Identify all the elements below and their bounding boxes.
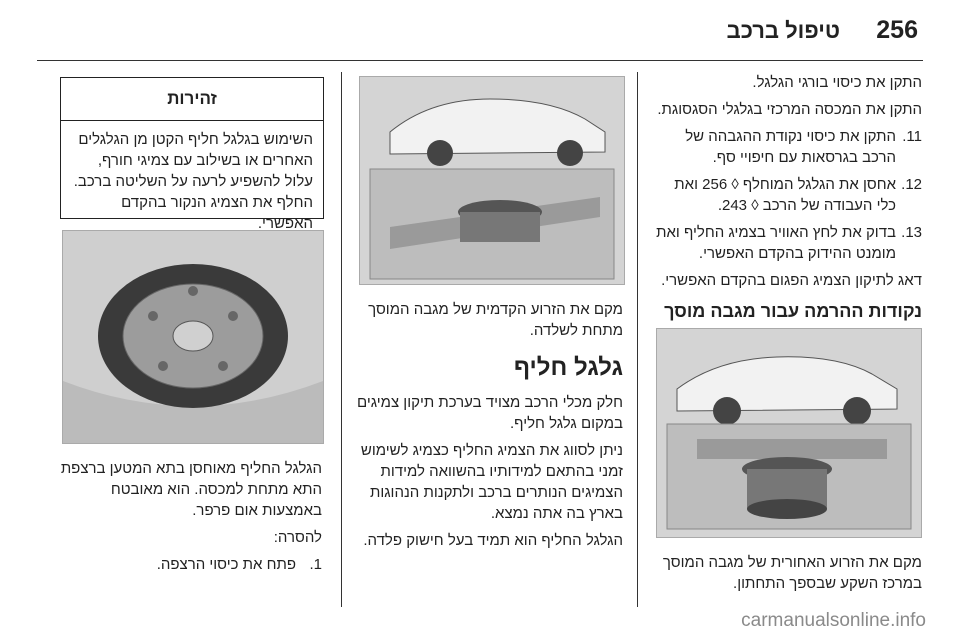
spare-wheel-heading: גלגל חליף — [513, 354, 623, 381]
text-line: התקן את כיסוי בורגי הגלגל. — [752, 74, 922, 91]
paragraph: הגלגל החליף מאוחסן בתא המטען ברצפת התא מ… — [60, 460, 322, 519]
removal-label: להסרה: — [273, 529, 322, 546]
paragraph: ניתן לסווג את הצמיג החליף כצמיג לשימוש ז… — [360, 442, 623, 522]
step-item: 1. פתח את כיסוי הרצפה. — [60, 554, 322, 575]
text-line: התקן את המכסה המרכזי בגלגלי הסגסוגת. — [657, 101, 922, 118]
left-column: הגלגל החליף מאוחסן בתא המטען ברצפת התא מ… — [60, 458, 322, 581]
step-text: פתח את כיסוי הרצפה. — [156, 556, 296, 573]
column-divider-right — [637, 72, 638, 607]
step-text: התקן את כיסוי נקודת ההגבהה של הרכב בגרסא… — [685, 128, 896, 166]
right-column: התקן את כיסוי בורגי הגלגל. התקן את המכסה… — [652, 72, 922, 334]
step-item: 11. התקן את כיסוי נקודת ההגבהה של הרכב ב… — [652, 126, 922, 168]
warning-box: זהירות השימוש בגלגל חליף הקטן מן הגלגלים… — [60, 77, 324, 232]
step-text: בדוק את לחץ האוויר בצמיג החליף ואת מומנט… — [656, 224, 896, 262]
lifting-points-heading: נקודות ההרמה עבור מגבה מוסך — [664, 301, 922, 321]
rear-jack-caption: מקם את הזרוע האחורית של מגבה המוסך במרכז… — [662, 554, 922, 592]
column-divider-left — [341, 72, 342, 607]
paragraph: הגלגל החליף הוא תמיד בעל חישוק פלדה. — [363, 532, 623, 549]
front-jack-caption: מקם את הזרוע הקדמית של מגבה המוסך מתחת ל… — [368, 301, 623, 339]
front-jack-illustration — [359, 76, 625, 285]
middle-column: מקם את הזרוע הקדמית של מגבה המוסך מתחת ל… — [355, 299, 623, 557]
header-rule — [37, 60, 923, 61]
step-item: 12. אחסן את הגלגל המוחלף ◊ 256 ואת כלי ה… — [652, 174, 922, 216]
note-text: דאג לתיקון הצמיג הפגום בהקדם האפשרי. — [661, 272, 922, 289]
spare-wheel-illustration — [62, 230, 324, 444]
step-number: 11. — [902, 128, 922, 145]
page-title: טיפול ברכב — [726, 18, 840, 43]
warning-title: זהירות — [61, 78, 323, 121]
step-item: 13. בדוק את לחץ האוויר בצמיג החליף ואת מ… — [652, 222, 922, 264]
step-number: 12. — [901, 176, 922, 193]
step-number: 1. — [309, 556, 322, 573]
page-number: 256 — [876, 16, 918, 44]
warning-text: השימוש בגלגל חליף הקטן מן הגלגלים האחרים… — [73, 131, 313, 232]
step-text: אחסן את הגלגל המוחלף ◊ 256 ואת כלי העבוד… — [674, 176, 896, 214]
watermark: carmanualsonline.info — [741, 610, 926, 631]
rear-jack-illustration — [656, 328, 922, 538]
paragraph: חלק מכלי הרכב מצויד בערכת תיקון צמיגים ב… — [356, 394, 623, 432]
step-number: 13. — [901, 224, 922, 241]
rear-jack-caption-block: מקם את הזרוע האחורית של מגבה המוסך במרכז… — [652, 552, 922, 600]
page-header: 256 טיפול ברכב — [0, 12, 960, 52]
